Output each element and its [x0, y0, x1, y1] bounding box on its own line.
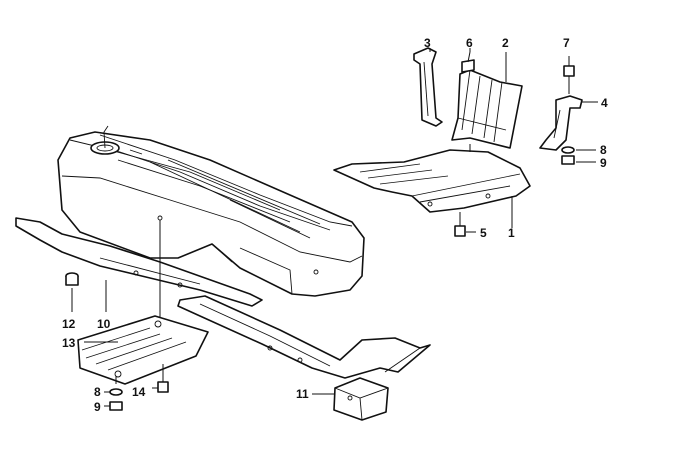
mounting-rail: [177, 295, 431, 379]
callout-9-bottom: 9: [94, 400, 101, 414]
callout-13: 13: [62, 336, 76, 350]
nut-9-right: [561, 155, 596, 165]
callout-7: 7: [563, 36, 570, 50]
tank-strap: [15, 217, 263, 307]
callout-8-right: 8: [600, 143, 607, 157]
bolt-5: [454, 212, 476, 237]
heat-shield-upper: [451, 69, 523, 149]
callout-5: 5: [480, 226, 487, 240]
callout-11: 11: [296, 387, 309, 401]
callout-1: 1: [508, 226, 515, 240]
callout-12: 12: [62, 317, 76, 331]
clip-6: [461, 51, 475, 73]
nut-12: [65, 272, 79, 312]
resistor-block: [333, 377, 389, 421]
bolt-14: [152, 364, 169, 393]
callout-9-right: 9: [600, 156, 607, 170]
callout-3: 3: [424, 36, 431, 50]
heat-shield-lower: [333, 144, 531, 213]
callout-14: 14: [132, 385, 146, 399]
fuel-tank: [57, 125, 365, 297]
bracket-3: [413, 47, 443, 127]
callout-2: 2: [502, 36, 509, 50]
cover-plate: [77, 220, 209, 385]
callout-8-bottom: 8: [94, 385, 101, 399]
callout-10: 10: [97, 317, 111, 331]
nut-9-bottom: [104, 401, 123, 411]
callout-6: 6: [466, 36, 473, 50]
bolt-7: [563, 56, 575, 94]
washer-8-bottom: [104, 376, 123, 396]
callout-4: 4: [601, 96, 608, 110]
washer-8-right: [561, 146, 596, 154]
bracket-4: [539, 95, 598, 151]
